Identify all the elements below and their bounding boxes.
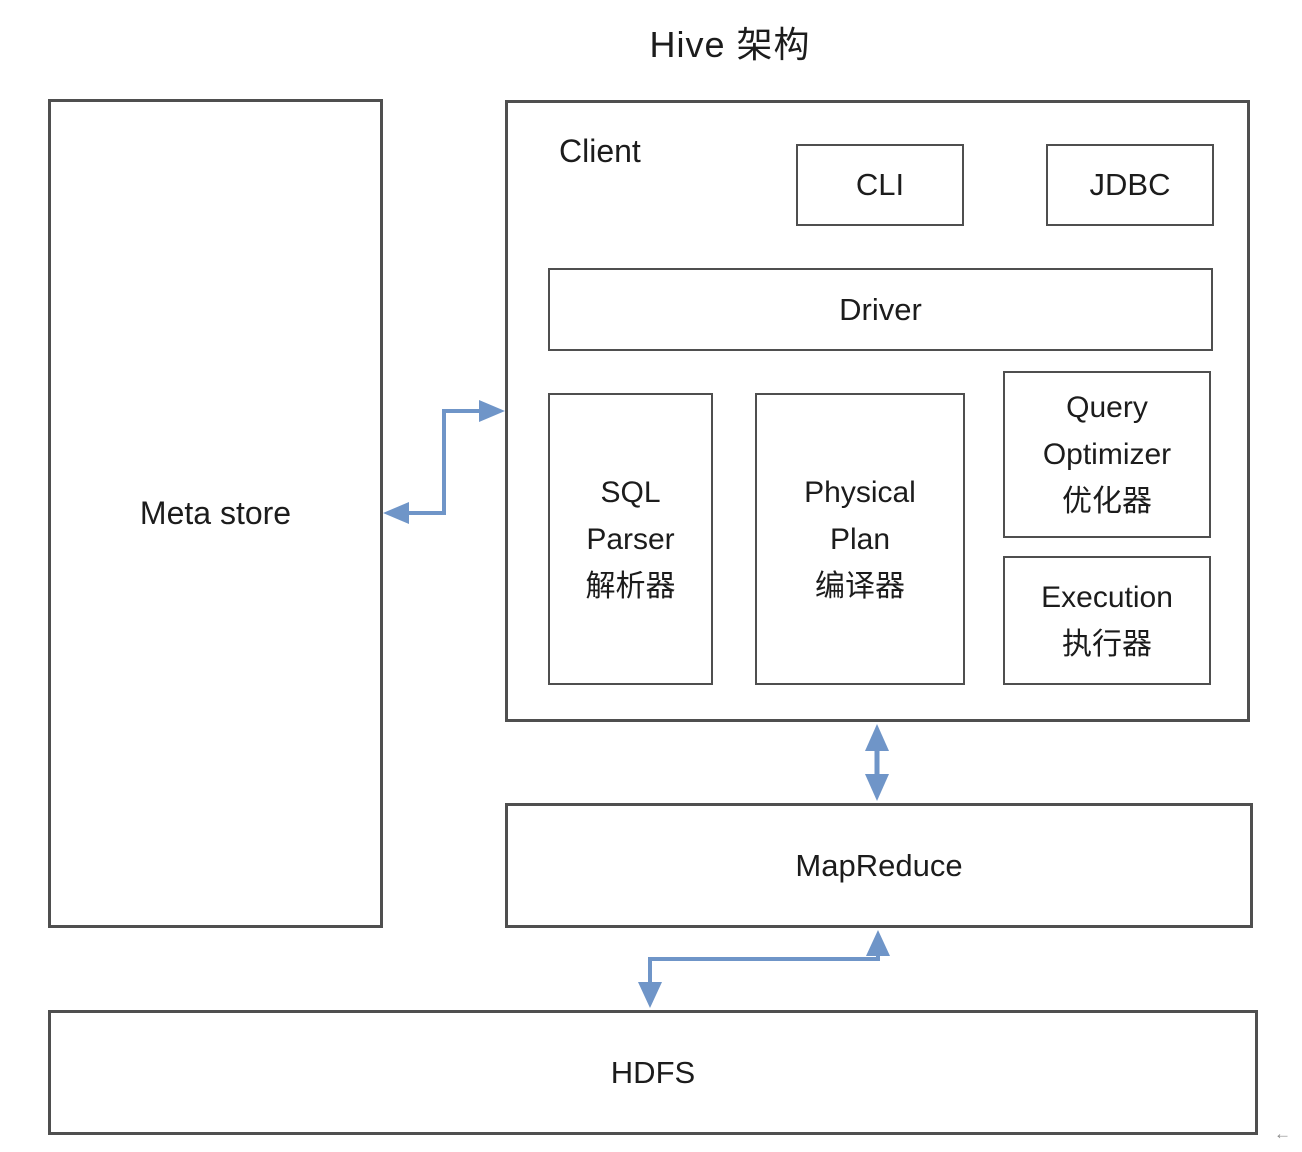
- mapreduce-node: MapReduce: [505, 803, 1253, 928]
- client-node: Client CLI JDBC Driver SQL Parser 解析器 Ph…: [505, 100, 1250, 722]
- physical-plan-line-3: 编译器: [815, 569, 905, 603]
- meta-store-label: Meta store: [139, 495, 292, 531]
- meta-store-node: Meta store: [48, 99, 383, 928]
- arrowhead-into-mapreduce-bottom: [866, 930, 890, 956]
- arrowhead-into-mapreduce-top: [865, 774, 889, 801]
- query-optimizer-line-2: Optimizer: [1042, 438, 1172, 471]
- cursor-artifact: ←: [1274, 1124, 1291, 1143]
- sql-parser-line-1: SQL: [600, 475, 661, 509]
- query-optimizer-node: Query Optimizer 优化器: [1003, 371, 1211, 538]
- sql-parser-line-3: 解析器: [585, 569, 676, 603]
- client-mapreduce-arrow: [865, 724, 889, 801]
- cli-node: CLI: [796, 144, 964, 226]
- jdbc-node: JDBC: [1046, 144, 1214, 226]
- arrowhead-into-meta-store: [383, 502, 409, 524]
- execution-node: Execution 执行器: [1003, 556, 1211, 685]
- sql-parser-node: SQL Parser 解析器: [548, 393, 713, 685]
- driver-node: Driver: [548, 268, 1213, 351]
- arrowhead-into-client: [479, 400, 505, 422]
- physical-plan-node: Physical Plan 编译器: [755, 393, 965, 685]
- physical-plan-line-1: Physical: [804, 475, 916, 509]
- client-label: Client: [559, 133, 641, 169]
- query-optimizer-line-3: 优化器: [1062, 485, 1152, 518]
- sql-parser-line-2: Parser: [586, 522, 675, 556]
- driver-label: Driver: [839, 291, 922, 327]
- execution-line-1: Execution: [1041, 580, 1173, 614]
- execution-line-2: 执行器: [1062, 627, 1152, 661]
- hdfs-label: HDFS: [610, 1054, 696, 1090]
- cli-label: CLI: [855, 167, 905, 202]
- diagram-title: Hive 架构: [649, 24, 811, 65]
- meta-client-arrow: [383, 400, 505, 524]
- mapreduce-label: MapReduce: [795, 847, 963, 883]
- mapreduce-hdfs-arrow: [638, 930, 890, 1008]
- physical-plan-line-2: Plan: [829, 522, 891, 556]
- arrowhead-into-client-bottom: [865, 724, 889, 751]
- hdfs-node: HDFS: [48, 1010, 1258, 1135]
- arrowhead-into-hdfs-top: [638, 982, 662, 1008]
- query-optimizer-line-1: Query: [1066, 391, 1148, 424]
- jdbc-label: JDBC: [1089, 167, 1171, 202]
